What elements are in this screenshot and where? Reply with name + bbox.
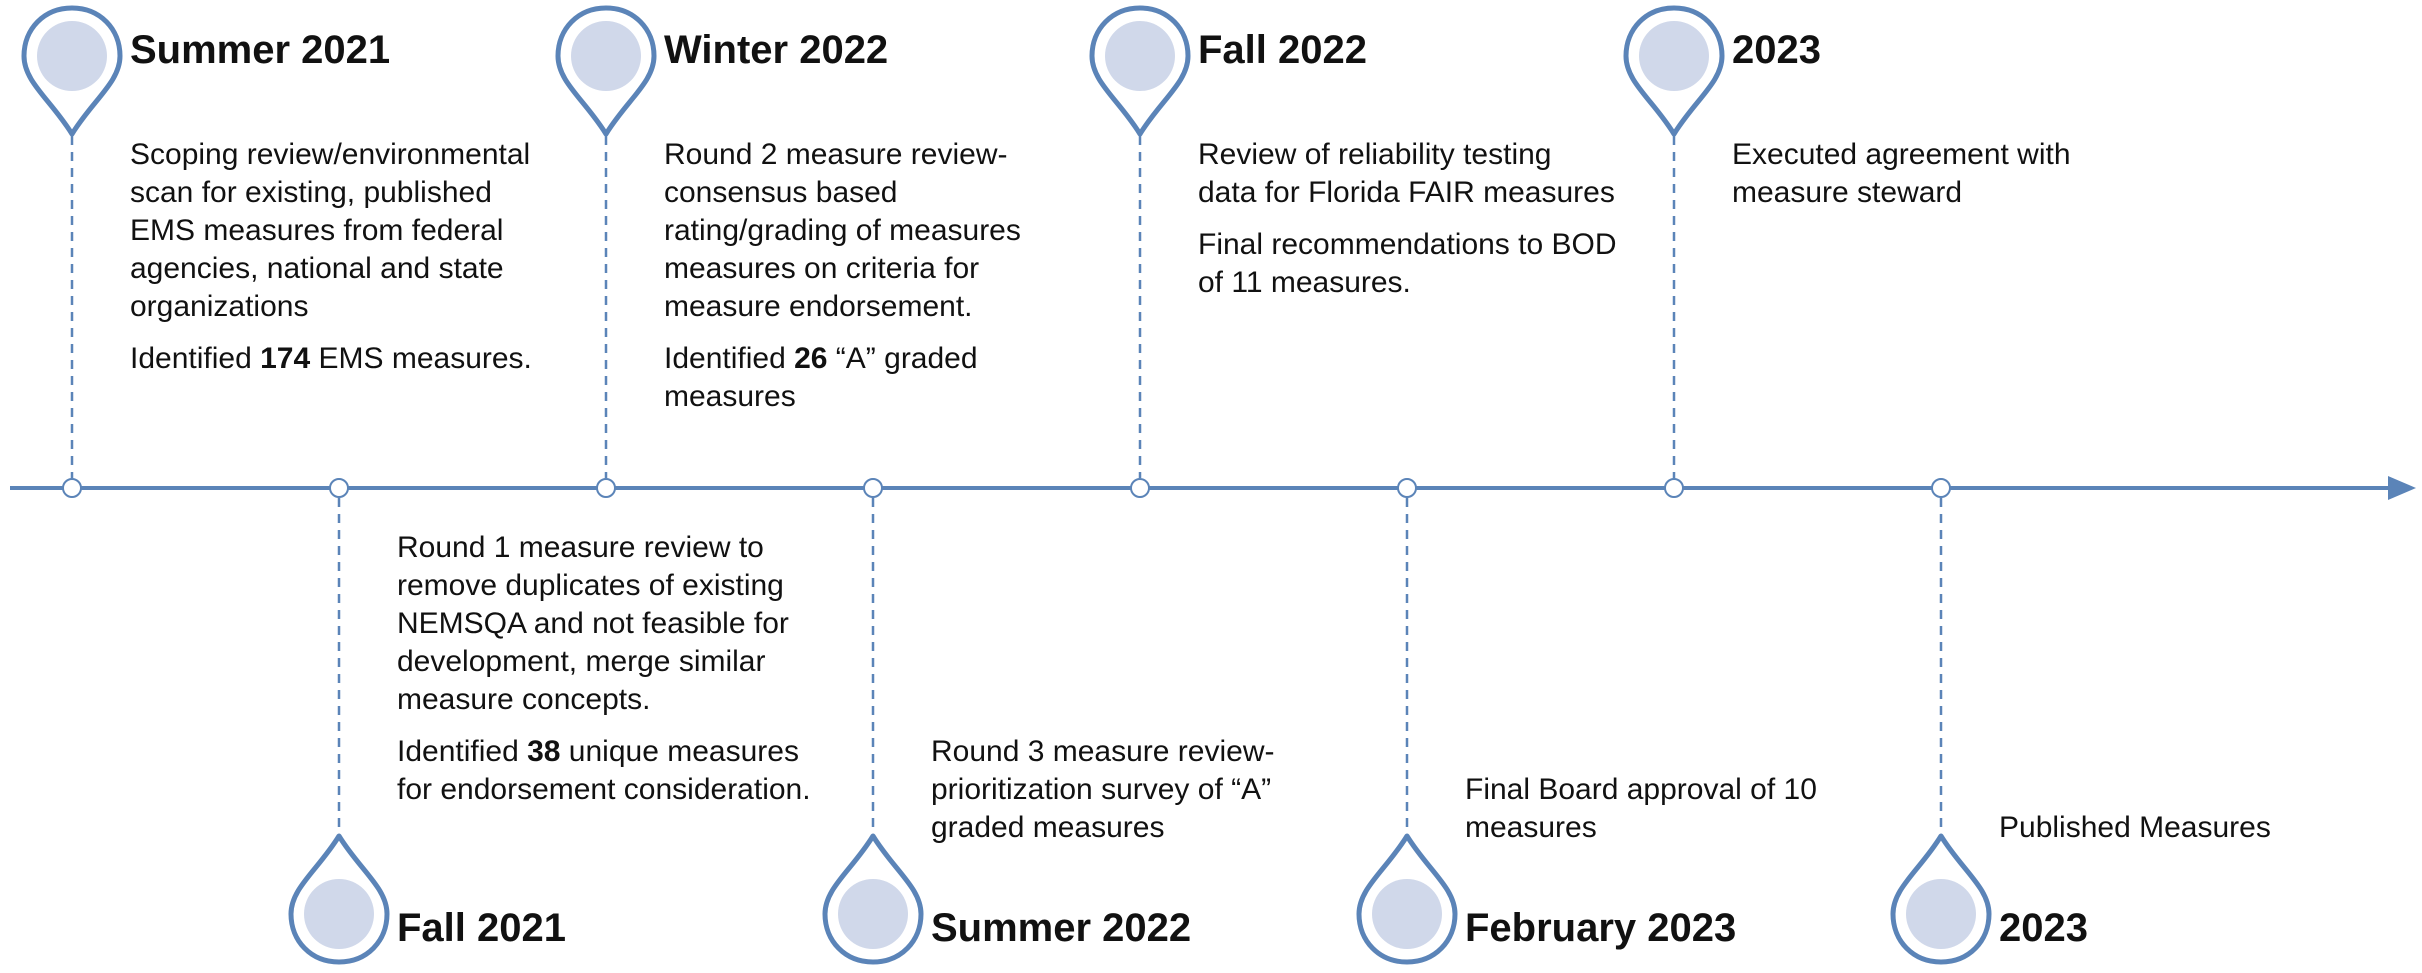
circle-marker-icon: [863, 478, 883, 498]
map-pin-icon: [285, 830, 393, 966]
circle-marker-icon: [1397, 478, 1417, 498]
event-title-fall-2021: Fall 2021: [397, 906, 567, 950]
highlight-count: 26: [794, 342, 828, 375]
event-description-summer-2022: Round 3 measure review- prioritization s…: [931, 733, 1351, 861]
text-segment: Round 2 measure review- consensus based …: [664, 138, 1021, 323]
event-title-summer-2021: Summer 2021: [130, 28, 391, 72]
event-description-2023-executed: Executed agreement with measure steward: [1732, 136, 2152, 226]
event-description-2023-published: Published Measures: [1999, 809, 2419, 861]
event-title-2023-published: 2023: [1999, 906, 2088, 950]
text-segment: EMS measures.: [310, 342, 532, 375]
text-segment: Final recommendations to BOD of 11 measu…: [1198, 228, 1617, 299]
description-paragraph: Final Board approval of 10 measures: [1465, 771, 1885, 847]
map-pin-icon: [552, 4, 660, 140]
map-pin-icon: [1887, 830, 1995, 966]
circle-marker-icon: [329, 478, 349, 498]
text-segment: Scoping review/environmental scan for ex…: [130, 138, 531, 323]
description-paragraph: Executed agreement with measure steward: [1732, 136, 2152, 212]
event-description-fall-2022: Review of reliability testing data for F…: [1198, 136, 1618, 316]
event-title-2023-executed: 2023: [1732, 28, 1821, 72]
event-description-february-2023: Final Board approval of 10 measures: [1465, 771, 1885, 861]
event-title-fall-2022: Fall 2022: [1198, 28, 1368, 72]
circle-marker-icon: [596, 478, 616, 498]
text-segment: Round 3 measure review- prioritization s…: [931, 735, 1275, 844]
event-title-winter-2022: Winter 2022: [664, 28, 889, 72]
text-segment: Review of reliability testing data for F…: [1198, 138, 1615, 209]
text-segment: “A” graded measures: [664, 342, 978, 413]
circle-marker-icon: [62, 478, 82, 498]
map-pin-icon: [1620, 4, 1728, 140]
description-paragraph: Identified 26 “A” graded measures: [664, 340, 1084, 416]
map-pin-icon: [18, 4, 126, 140]
circle-marker-icon: [1130, 478, 1150, 498]
description-paragraph: Published Measures: [1999, 809, 2419, 847]
text-segment: Published Measures: [1999, 811, 2271, 844]
description-paragraph: Round 3 measure review- prioritization s…: [931, 733, 1351, 847]
description-paragraph: Scoping review/environmental scan for ex…: [130, 136, 550, 326]
text-segment: Round 1 measure review to remove duplica…: [397, 531, 789, 716]
event-title-february-2023: February 2023: [1465, 906, 1737, 950]
event-description-fall-2021: Round 1 measure review to remove duplica…: [397, 529, 817, 823]
circle-marker-icon: [1931, 478, 1951, 498]
highlight-count: 38: [527, 735, 561, 768]
text-segment: Final Board approval of 10 measures: [1465, 773, 1817, 844]
description-paragraph: Identified 38 unique measures for endors…: [397, 733, 817, 809]
event-description-summer-2021: Scoping review/environmental scan for ex…: [130, 136, 550, 392]
event-description-winter-2022: Round 2 measure review- consensus based …: [664, 136, 1084, 430]
description-paragraph: Identified 174 EMS measures.: [130, 340, 550, 378]
description-paragraph: Round 1 measure review to remove duplica…: [397, 529, 817, 719]
arrow-right-icon: [2388, 476, 2416, 500]
text-segment: Identified: [130, 342, 261, 375]
text-segment: Identified: [397, 735, 528, 768]
map-pin-icon: [1353, 830, 1461, 966]
map-pin-icon: [1086, 4, 1194, 140]
event-title-summer-2022: Summer 2022: [931, 906, 1192, 950]
map-pin-icon: [819, 830, 927, 966]
text-segment: unique measures for endorsement consider…: [397, 735, 811, 806]
circle-marker-icon: [1664, 478, 1684, 498]
text-segment: Executed agreement with measure steward: [1732, 138, 2071, 209]
description-paragraph: Final recommendations to BOD of 11 measu…: [1198, 226, 1618, 302]
description-paragraph: Round 2 measure review- consensus based …: [664, 136, 1084, 326]
text-segment: Identified: [664, 342, 795, 375]
highlight-count: 174: [260, 342, 311, 375]
description-paragraph: Review of reliability testing data for F…: [1198, 136, 1618, 212]
